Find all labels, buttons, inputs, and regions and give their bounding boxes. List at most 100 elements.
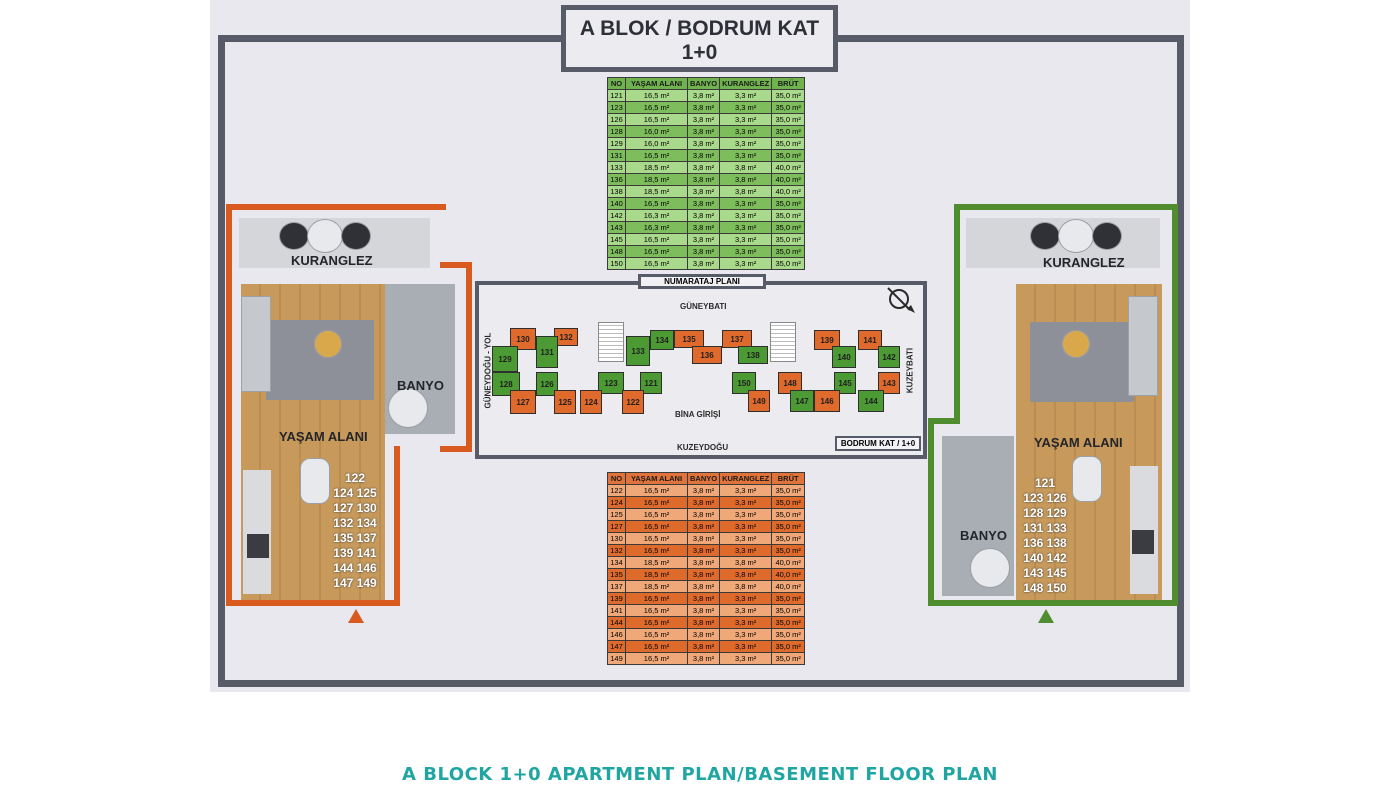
table-cell: 16,5 m²: [625, 628, 688, 641]
right-outline-step: [928, 418, 960, 424]
right-num-row: 136 138: [1023, 536, 1067, 550]
table-cell: 40,0 m²: [771, 185, 806, 198]
site-unit-cell: 123: [598, 372, 624, 394]
table-header-row: NO YAŞAM ALANI BANYO KURANGLEZ BRÜT: [607, 472, 806, 485]
table-cell: 3,3 m²: [719, 532, 773, 545]
table-cell: 35,0 m²: [771, 209, 806, 222]
table-cell: 3,3 m²: [719, 245, 773, 258]
table-cell: 35,0 m²: [771, 604, 806, 617]
site-unit-cell: 135: [674, 330, 704, 348]
table-cell: 3,8 m²: [719, 161, 773, 174]
table-cell: 40,0 m²: [771, 568, 806, 581]
site-unit-cell: 129: [492, 346, 518, 372]
table-cell: 3,8 m²: [719, 185, 773, 198]
site-unit-cell: 124: [580, 390, 602, 414]
table-cell: 35,0 m²: [771, 628, 806, 641]
right-outline-bottom: [928, 600, 1178, 606]
table-cell: 35,0 m²: [771, 257, 806, 270]
right-shower: [970, 548, 1010, 588]
right-num-row: 131 133: [1023, 521, 1067, 535]
table-cell: 16,5 m²: [625, 89, 688, 102]
left-num-row: 124 125: [333, 486, 377, 500]
table-cell: 3,8 m²: [686, 113, 721, 126]
col-kuranglez: KURANGLEZ: [719, 472, 773, 485]
table-cell: 3,3 m²: [719, 592, 773, 605]
table-cell: 35,0 m²: [771, 137, 806, 150]
table-cell: 3,8 m²: [686, 520, 721, 533]
table-cell: 3,3 m²: [719, 113, 773, 126]
table-cell: 3,8 m²: [686, 568, 721, 581]
table-cell: 16,5 m²: [625, 197, 688, 210]
right-chair-2: [1092, 222, 1122, 250]
table-cell: 127: [607, 520, 626, 533]
site-unit-cell: 147: [790, 390, 814, 412]
site-unit-cell: 149: [748, 390, 770, 412]
right-outline-left-bottom: [928, 418, 934, 606]
site-east-label: KUZEYBATI: [905, 347, 915, 394]
table-cell: 123: [607, 101, 626, 114]
table-cell: 16,5 m²: [625, 233, 688, 246]
table-cell: 40,0 m²: [771, 556, 806, 569]
table-cell: 3,8 m²: [686, 125, 721, 138]
right-outline-upper: [954, 204, 1178, 606]
table-cell: 138: [607, 185, 626, 198]
table-cell: 144: [607, 616, 626, 629]
left-chair-1: [279, 222, 309, 250]
col-banyo: BANYO: [686, 472, 721, 485]
right-chair-1: [1030, 222, 1060, 250]
table-cell: 3,8 m²: [686, 197, 721, 210]
table-cell: 16,5 m²: [625, 604, 688, 617]
table-cell: 3,8 m²: [686, 257, 721, 270]
left-outline-right: [440, 262, 472, 452]
table-cell: 135: [607, 568, 626, 581]
table-cell: 3,3 m²: [719, 628, 773, 641]
table-cell: 3,8 m²: [686, 185, 721, 198]
left-num-row: 135 137: [333, 531, 377, 545]
right-coffee-table: [1062, 330, 1090, 358]
left-outline-upper: [226, 204, 446, 606]
site-unit-cell: 137: [722, 330, 752, 348]
table-cell: 3,8 m²: [686, 101, 721, 114]
table-cell: 18,5 m²: [625, 185, 688, 198]
site-unit-cell: 125: [554, 390, 576, 414]
right-dining-table: [1072, 456, 1102, 502]
table-cell: 3,8 m²: [686, 221, 721, 234]
table-cell: 3,3 m²: [719, 640, 773, 653]
table-cell: 3,8 m²: [686, 616, 721, 629]
table-cell: 3,8 m²: [686, 628, 721, 641]
right-unit-numbers: 121 123 126 128 129 131 133 136 138 140 …: [1018, 476, 1072, 596]
right-num-row: 128 129: [1023, 506, 1067, 520]
table-cell: 35,0 m²: [771, 101, 806, 114]
table-cell: 3,8 m²: [686, 544, 721, 557]
site-unit-cell: 141: [858, 330, 882, 350]
table-cell: 146: [607, 628, 626, 641]
table-cell: 16,0 m²: [625, 137, 688, 150]
table-cell: 3,3 m²: [719, 137, 773, 150]
table-cell: 3,3 m²: [719, 652, 773, 665]
table-cell: 148: [607, 245, 626, 258]
left-num-row: 132 134: [333, 516, 377, 530]
left-entrance-arrow-icon: [348, 609, 364, 623]
table-cell: 124: [607, 496, 626, 509]
table-cell: 149: [607, 652, 626, 665]
table-cell: 150: [607, 257, 626, 270]
table-cell: 3,8 m²: [686, 245, 721, 258]
table-cell: 35,0 m²: [771, 616, 806, 629]
left-table: [307, 219, 343, 253]
right-yasam-label: YAŞAM ALANI: [1034, 435, 1123, 450]
table-cell: 129: [607, 137, 626, 150]
right-cooktop: [1132, 530, 1154, 554]
table-cell: 140: [607, 197, 626, 210]
floor-tag: BODRUM KAT / 1+0: [835, 436, 921, 451]
table-cell: 16,5 m²: [625, 652, 688, 665]
